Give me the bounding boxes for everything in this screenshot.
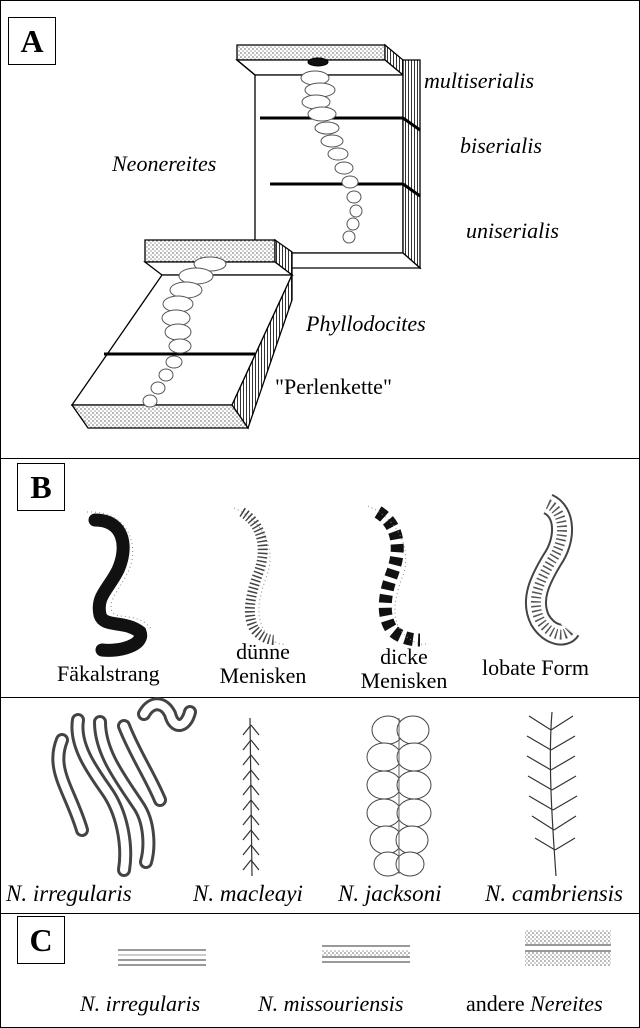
label-nereites: Nereites <box>530 991 603 1016</box>
label-c-n-irregularis: N. irregularis <box>80 992 200 1016</box>
c-n-irregularis-drawing <box>118 950 206 965</box>
label-n-macleayi: N. macleayi <box>193 882 341 906</box>
label-dicke: dicke <box>350 645 458 669</box>
n-irregularis-drawing <box>58 704 190 870</box>
label-neonereites: Neonereites <box>112 152 216 176</box>
label-andere-nereites: andere Nereites <box>466 992 603 1016</box>
label-faekalstrang: Fäkalstrang <box>57 662 160 686</box>
panel-label-a: A <box>8 17 56 65</box>
label-phyllodocites: Phyllodocites <box>306 312 426 336</box>
label-dicke-menisken: dicke Menisken <box>350 645 458 693</box>
label-duenne-menisken: dünne Menisken <box>210 640 316 688</box>
label-perlenkette: "Perlenkette" <box>275 375 392 399</box>
c-andere-nereites-drawing <box>525 930 611 966</box>
panel-label-c: C <box>17 916 65 964</box>
label-menisken-2: Menisken <box>350 669 458 693</box>
label-n-missouriensis: N. missouriensis <box>258 992 403 1016</box>
label-n-cambriensis: N. cambriensis <box>485 882 623 906</box>
dicke-menisken-drawing <box>368 506 426 644</box>
faekalstrang-drawing <box>87 512 152 650</box>
label-andere: andere <box>466 991 530 1016</box>
label-multiserialis: multiserialis <box>424 69 534 93</box>
label-duenne: dünne <box>210 640 316 664</box>
lobate-form-drawing <box>536 504 570 635</box>
label-uniserialis: uniserialis <box>466 219 559 243</box>
duenne-menisken-drawing <box>234 508 284 644</box>
n-macleayi-drawing <box>243 718 259 876</box>
panel-label-b: B <box>17 463 65 511</box>
label-biserialis: biserialis <box>460 134 542 158</box>
label-lobate-form: lobate Form <box>482 656 589 680</box>
n-jacksoni-drawing <box>367 716 431 876</box>
label-b-n-irregularis: N. irregularis <box>6 882 132 906</box>
n-cambriensis-drawing <box>527 712 577 876</box>
label-menisken-1: Menisken <box>210 664 316 688</box>
label-n-jacksoni: N. jacksoni <box>338 882 442 906</box>
c-n-missouriensis-drawing <box>322 946 410 962</box>
